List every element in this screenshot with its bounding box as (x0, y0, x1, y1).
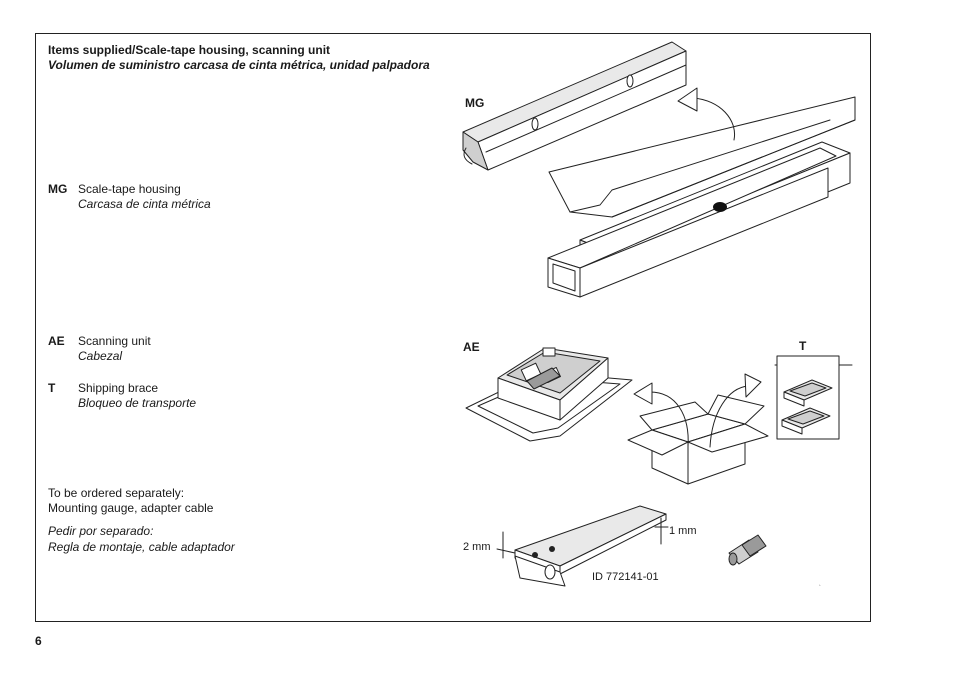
separately-items-es: Regla de montaje, cable adaptador (48, 540, 235, 554)
dimension-1mm: 1 mm (669, 525, 697, 537)
item-label-mg-es: Carcasa de cinta métrica (78, 197, 211, 211)
figure-label-ae: AE (463, 340, 480, 354)
figure-label-t: T (799, 339, 807, 353)
dimension-2mm: 2 mm (463, 541, 491, 553)
item-code-ae: AE (48, 334, 65, 348)
separately-items: Mounting gauge, adapter cable (48, 501, 214, 515)
item-label-t: Shipping brace (78, 381, 159, 395)
gauge-id-number: ID 772141-01 (592, 571, 659, 583)
section-title-es: Volumen de suministro carcasa de cinta m… (48, 58, 430, 72)
figure-label-mg: MG (465, 96, 485, 110)
item-label-ae-es: Cabezal (78, 349, 123, 363)
separately-heading: To be ordered separately: (48, 486, 185, 500)
item-code-mg: MG (48, 182, 68, 196)
page-number: 6 (35, 634, 42, 648)
section-title: Items supplied/Scale-tape housing, scann… (48, 43, 331, 57)
item-label-ae: Scanning unit (78, 334, 151, 348)
item-label-t-es: Bloqueo de transporte (78, 396, 197, 410)
item-code-t: T (48, 381, 56, 395)
item-label-mg: Scale-tape housing (78, 182, 181, 196)
content-frame (35, 33, 871, 622)
separately-heading-es: Pedir por separado: (48, 524, 154, 538)
